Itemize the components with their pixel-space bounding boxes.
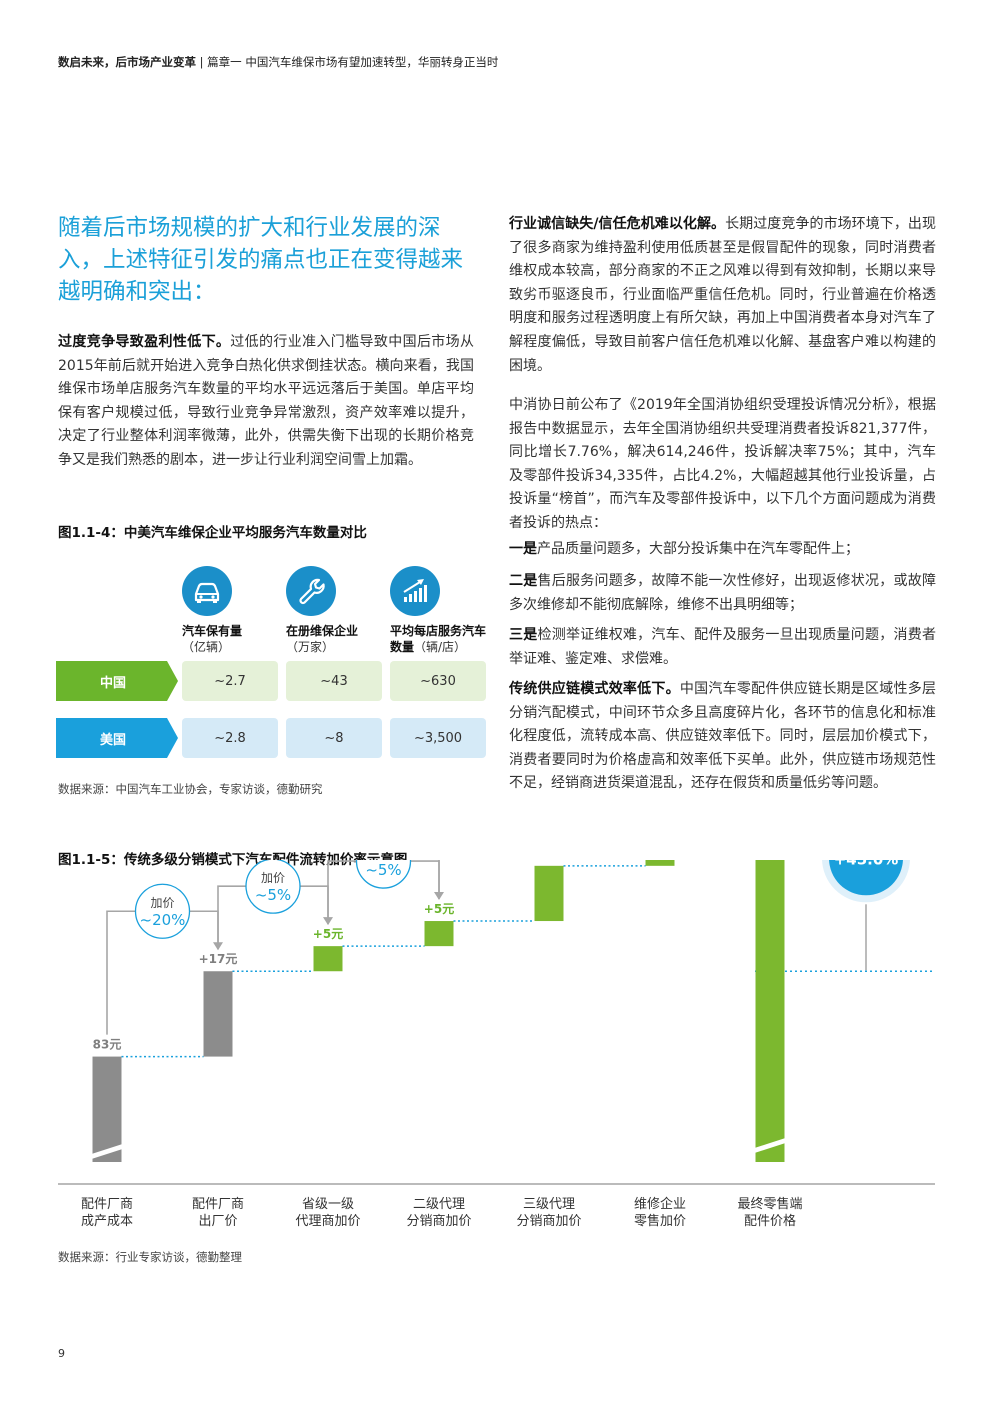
category-label: 零售加价 (634, 1213, 686, 1229)
markup-arrow-line (410, 860, 440, 895)
paragraph-body: 产品质量问题多，大部分投诉集中在汽车零配件上； (537, 541, 859, 557)
waterfall-bar (755, 860, 785, 1162)
header-report-title: 数启未来，后市场产业变革 (58, 55, 196, 69)
category-label: 配件厂商 (192, 1197, 244, 1212)
paragraph-lead: 三是 (509, 627, 538, 643)
table-cell: ~2.8 (182, 718, 278, 758)
bar-value-label: 83元 (93, 1038, 122, 1052)
fig2-title: 图1.1-5：传统多级分销模式下汽车配件流转加价率示意图 (58, 852, 408, 868)
paragraph-body: 中国汽车零配件供应链长期是区域性多层分销汽配模式，中间环节众多且高度碎片化，各环… (509, 681, 937, 792)
col-head-name: 平均每店服务汽车数量 (390, 624, 487, 654)
table-cell: ~8 (286, 718, 382, 758)
col-head-unit: （万家） (286, 640, 335, 654)
col-head-car-stock: 汽车保有量 （亿辆） (182, 623, 282, 655)
markup-bubble (134, 883, 191, 939)
category-label: 成产成本 (81, 1214, 133, 1229)
right-paragraph-point-1: 一是产品质量问题多，大部分投诉集中在汽车零配件上； (509, 538, 936, 562)
markup-bubble (245, 860, 301, 914)
category-label: 分销商加价 (516, 1214, 581, 1229)
category-label: 分销商加价 (406, 1214, 471, 1229)
axis-break-mark (91, 1144, 123, 1159)
table-cell: ~3,500 (390, 718, 486, 758)
paragraph-body: 长期过度竞争的市场环境下，出现了很多商家为维持盈利使用低质甚至是假冒配件的现象，… (509, 216, 936, 374)
paragraph-lead: 传统供应链模式效率低下。 (509, 681, 680, 697)
col-head-unit: （辆/店） (414, 640, 467, 654)
waterfall-bar (92, 1056, 122, 1162)
markup-arrow-line (189, 910, 219, 945)
markup-percent: ~20% (140, 911, 186, 929)
waterfall-bar (424, 921, 454, 947)
category-label: 省级一级 (302, 1197, 354, 1212)
wrench-icon (286, 566, 336, 616)
header-chapter: | 篇章一 中国汽车维保市场有望加速转型，华丽转身正当时 (199, 55, 499, 69)
fig1-source: 数据来源：中国汽车工业协会，专家访谈，德勤研究 (58, 782, 323, 796)
markup-arrow-line (438, 860, 440, 900)
paragraph-lead: 一是 (509, 541, 537, 557)
fig1-title: 图1.1-4：中美汽车维保企业平均服务汽车数量对比 (58, 525, 367, 541)
row-label-china (56, 661, 178, 701)
total-change-circle (829, 860, 903, 896)
row-label-usa (56, 718, 178, 758)
markup-label: 加价 (261, 871, 285, 885)
right-paragraph-point-2: 二是售后服务问题多，故障不能一次性修好，出现返修状况，或故障多次维修却不能彻底解… (509, 570, 936, 617)
col-head-cars-per-shop: 平均每店服务汽车数量（辆/店） (390, 623, 490, 655)
col-head-repair-shops: 在册维保企业 （万家） (286, 623, 386, 655)
right-paragraph-point-3: 三是检测举证维权难，汽车、配件及服务一旦出现质量问题，消费者举证难、鉴定难、求偿… (509, 624, 936, 671)
left-paragraph-body: 过低的行业准入门槛导致中国后市场从2015年前后就开始进入竞争白热化供求倒挂状态… (58, 334, 475, 468)
bar-value-label: +5元 (313, 927, 343, 941)
bar-value-label: +11元 (530, 860, 569, 861)
waterfall-bar (534, 865, 564, 922)
right-paragraph-trust: 行业诚信缺失/信任危机难以化解。长期过度竞争的市场环境下，出现了很多商家为维持盈… (509, 213, 936, 378)
markup-percent: ~5% (365, 861, 401, 879)
total-change-label: +45.0% (834, 860, 899, 868)
bar-value-label: +17元 (199, 952, 238, 966)
page-header: 数启未来，后市场产业变革 | 篇章一 中国汽车维保市场有望加速转型，华丽转身正当… (58, 54, 498, 70)
col-head-name: 汽车保有量 (182, 624, 243, 638)
waterfall-bar (645, 860, 675, 866)
waterfall-bar (203, 971, 233, 1057)
intro-heading: 随着后市场规模的扩大和行业发展的深入，上述特征引发的痛点也正在变得越来越明确和突… (58, 215, 464, 305)
col-head-unit: （亿辆） (182, 640, 231, 654)
row-label-text: 美国 (99, 732, 126, 748)
growth-chart-icon (390, 566, 440, 616)
markup-arrow-line (327, 860, 357, 925)
markup-arrow-line (300, 885, 329, 920)
category-label: 配件厂商 (81, 1197, 133, 1212)
fig2-source: 数据来源：行业专家访谈，德勤整理 (58, 1250, 242, 1264)
markup-label: 加价 (150, 896, 174, 910)
table-cell: ~2.7 (182, 661, 278, 701)
waterfall-chart: 83元+17元+5元+5元+11元+24元145元配件厂商成产成本配件厂商出厂价… (58, 860, 935, 1229)
bar-value-label: +5元 (424, 902, 454, 916)
paragraph-body: 售后服务问题多，故障不能一次性修好，出现返修状况，或故障多次维修却不能彻底解除，… (509, 573, 936, 613)
table-cell: ~630 (390, 661, 486, 701)
category-label: 三级代理 (523, 1197, 575, 1212)
left-paragraph: 过度竞争导致盈利性低下。过低的行业准入门槛导致中国后市场从2015年前后就开始进… (58, 331, 474, 473)
car-icon (182, 566, 232, 616)
category-label: 代理商加价 (295, 1214, 360, 1229)
row-label-text: 中国 (99, 675, 126, 691)
right-paragraph-complaints: 中消协日前公布了《2019年全国消协组织受理投诉情况分析》，根据报告中数据显示，… (509, 394, 936, 536)
paragraph-lead: 二是 (509, 573, 538, 589)
category-label: 配件价格 (744, 1213, 796, 1229)
category-label: 维修企业 (634, 1196, 686, 1212)
left-paragraph-lead: 过度竞争导致盈利性低下。 (58, 334, 231, 350)
category-label: 最终零售端 (737, 1196, 802, 1212)
markup-bubble (355, 860, 412, 889)
category-label: 出厂价 (198, 1214, 237, 1229)
markup-arrow-line (217, 885, 246, 950)
paragraph-body: 中消协日前公布了《2019年全国消协组织受理投诉情况分析》，根据报告中数据显示，… (509, 397, 936, 531)
waterfall-bar (313, 946, 343, 972)
markup-percent: ~5% (255, 886, 291, 904)
col-head-name: 在册维保企业 (286, 624, 359, 638)
table-cell: ~43 (286, 661, 382, 701)
right-paragraph-supply-chain: 传统供应链模式效率低下。中国汽车零配件供应链长期是区域性多层分销汽配模式，中间环… (509, 678, 936, 796)
paragraph-body: 检测举证维权难，汽车、配件及服务一旦出现质量问题，消费者举证难、鉴定难、求偿难。 (509, 627, 936, 667)
category-label: 二级代理 (413, 1197, 465, 1212)
markup-arrow-line (106, 910, 136, 1035)
axis-break-mark (754, 1138, 786, 1153)
page-number: 9 (58, 1347, 65, 1360)
paragraph-lead: 行业诚信缺失/信任危机难以化解。 (509, 216, 726, 232)
